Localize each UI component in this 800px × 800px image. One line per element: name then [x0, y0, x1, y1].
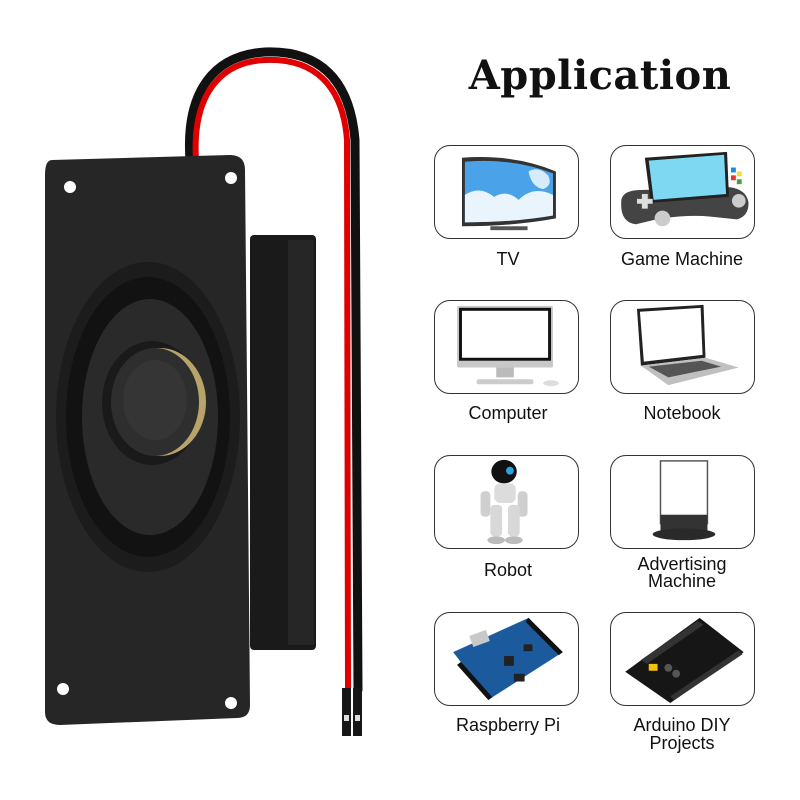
label-line-1: Arduino DIY — [633, 715, 731, 735]
label-line-1: Advertising — [637, 554, 727, 574]
label-line-2: Projects — [649, 733, 715, 753]
speaker-product-image — [45, 47, 363, 736]
application-label-notebook: Notebook — [643, 403, 721, 423]
application-card-robot — [434, 455, 579, 549]
application-label-computer: Computer — [468, 403, 548, 423]
application-card-arduino-diy-projects — [610, 612, 755, 706]
application-label-arduino-diy-projects: Arduino DIY Projects — [597, 716, 767, 752]
page-title: Application — [468, 52, 732, 99]
application-card-computer — [434, 300, 579, 394]
application-card-advertising-machine — [610, 455, 755, 549]
application-card-raspberry-pi — [434, 612, 579, 706]
application-card-game-machine — [610, 145, 755, 239]
circuit-board-icon — [453, 617, 563, 701]
application-card-tv — [434, 145, 579, 239]
robot-icon — [480, 459, 528, 545]
application-label-game-machine: Game Machine — [620, 249, 744, 269]
game-console-icon — [621, 151, 749, 227]
application-label-tv: TV — [496, 249, 520, 269]
application-label-advertising-machine: Advertising Machine — [597, 554, 767, 591]
arduino-board-icon — [625, 617, 744, 704]
tv-icon — [461, 157, 556, 231]
label-line-2: Machine — [647, 571, 717, 591]
application-card-notebook — [610, 300, 755, 394]
application-label-raspberry-pi: Raspberry Pi — [455, 715, 561, 735]
advertising-display-icon — [652, 460, 716, 541]
application-label-robot: Robot — [483, 560, 533, 580]
laptop-icon — [636, 304, 739, 386]
desktop-computer-icon — [457, 305, 559, 387]
